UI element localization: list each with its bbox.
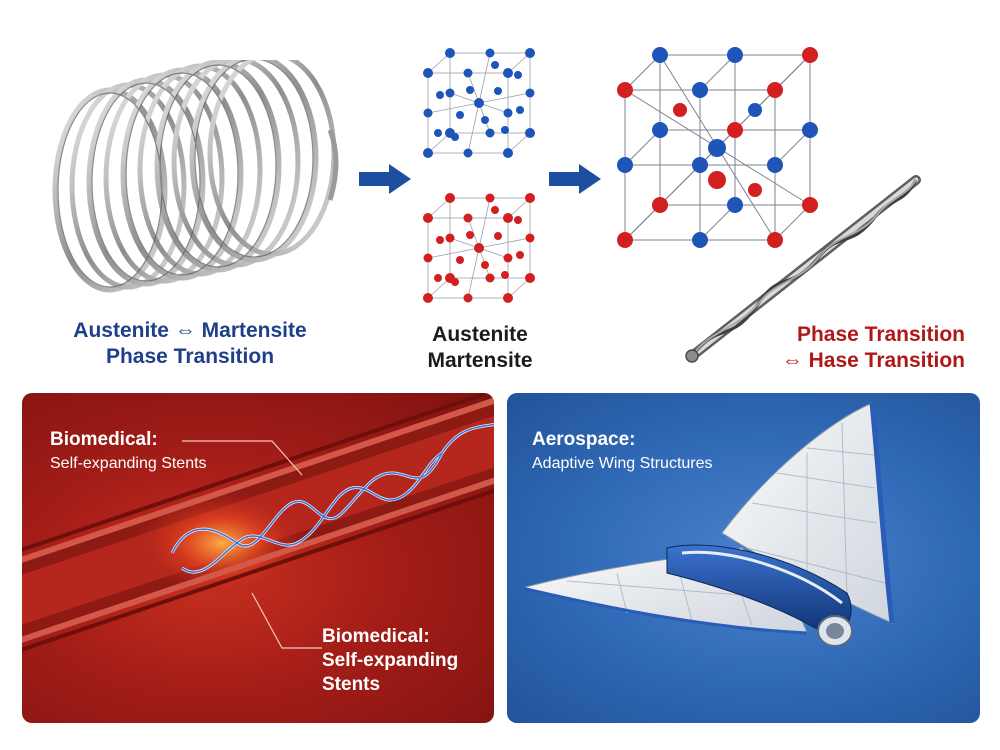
- biomedical-callout-line1: Biomedical:: [322, 626, 430, 647]
- twisted-wire-illustration: [685, 175, 921, 363]
- aerospace-title: Aerospace:: [532, 429, 636, 450]
- lattice-caption: Austenite Martensite: [405, 322, 555, 373]
- wire-caption: Phase Transition ⇔ Hase Transition: [740, 322, 965, 373]
- arrow-right-icon: [359, 164, 411, 194]
- arrow-right-icon: [549, 164, 601, 194]
- biomedical-callout-line2: Self-expanding: [322, 649, 459, 671]
- spring-caption-line1: Austenite ⇔ Martensite: [73, 319, 307, 342]
- austenite-lattice: [423, 48, 535, 158]
- mixed-lattice-cube: [617, 47, 818, 248]
- biomedical-panel: Biomedical: Self-expanding Stents Biomed…: [22, 393, 494, 723]
- biomedical-subtitle: Self-expanding Stents: [50, 455, 207, 472]
- biomedical-title: Biomedical:: [50, 429, 158, 450]
- blood-vessel-stent-illustration: [22, 393, 494, 652]
- lattice-caption-line1: Austenite: [432, 323, 528, 346]
- wire-caption-line1: Phase Transition: [796, 323, 965, 346]
- biomedical-callout: Biomedical: Self-expanding Stents: [322, 625, 458, 696]
- adaptive-wing-illustration: [521, 402, 895, 647]
- lattice-caption-line2: Martensite: [427, 348, 533, 372]
- spring-caption-line2: Phase Transition: [105, 344, 275, 368]
- spring-caption: Austenite ⇔ Martensite Phase Transition: [40, 318, 340, 369]
- martensite-lattice: [423, 193, 535, 303]
- biomedical-callout-line3: Stents: [322, 673, 381, 695]
- wire-caption-line2: ⇔ Hase Transition: [781, 348, 965, 372]
- aerospace-subtitle: Adaptive Wing Structures: [532, 455, 713, 472]
- aerospace-panel: Aerospace: Adaptive Wing Structures: [507, 393, 980, 723]
- nitinol-spring-illustration: [52, 60, 339, 293]
